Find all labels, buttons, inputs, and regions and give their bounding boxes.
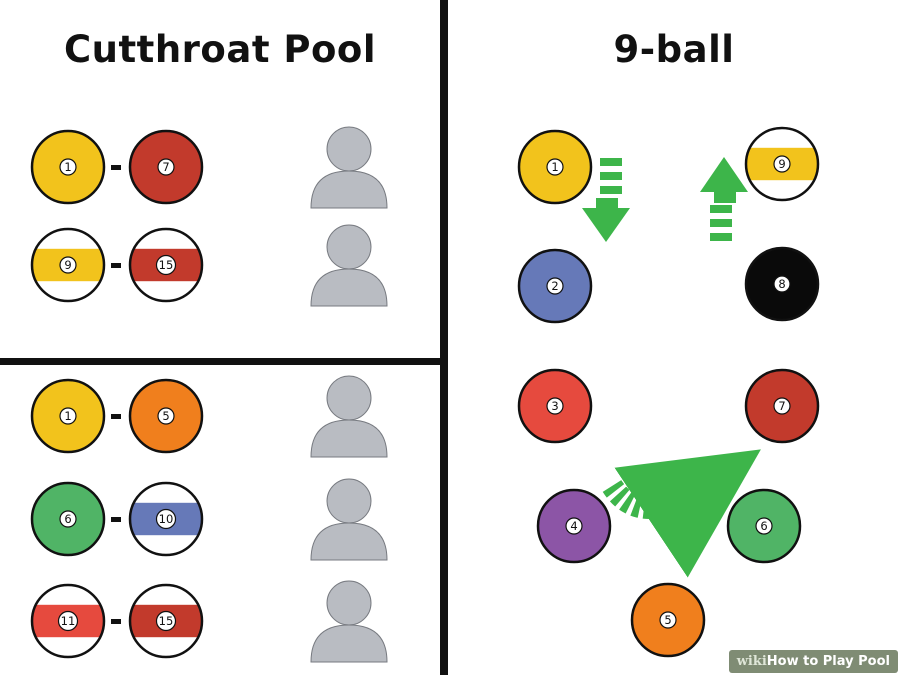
pool-ball-11: 11 bbox=[30, 583, 106, 659]
ball-number: 8 bbox=[778, 277, 785, 291]
up-arrow-icon bbox=[700, 157, 748, 241]
ball-number: 1 bbox=[64, 160, 71, 174]
ball-number: 4 bbox=[570, 519, 577, 533]
curved-arrow-icon bbox=[602, 449, 761, 578]
ball-number: 6 bbox=[760, 519, 767, 533]
pool-ball-3: 3 bbox=[517, 368, 593, 444]
ball-number: 9 bbox=[778, 157, 785, 171]
ball-number: 5 bbox=[162, 409, 169, 423]
ball-number: 3 bbox=[551, 399, 558, 413]
player-icon bbox=[310, 224, 388, 307]
pair-dash bbox=[111, 619, 121, 624]
wikihow-watermark: wikiHow to Play Pool bbox=[728, 650, 898, 673]
pool-ball-1: 1 bbox=[30, 129, 106, 205]
ball-number: 7 bbox=[778, 399, 785, 413]
ball-number: 15 bbox=[159, 258, 174, 272]
cutthroat-pool-title: Cutthroat Pool bbox=[63, 28, 377, 71]
pair-dash bbox=[111, 263, 121, 268]
pool-ball-5: 5 bbox=[630, 582, 706, 658]
ball-number: 2 bbox=[551, 279, 558, 293]
nine-ball-section: 1 2 3 4 5 6 7 8 9 bbox=[517, 126, 820, 658]
pool-ball-1: 1 bbox=[517, 129, 593, 205]
ball-pair-row: 9 15 bbox=[30, 224, 388, 307]
pool-ball-15: 15 bbox=[128, 583, 204, 659]
ball-pair-row: 11 15 bbox=[30, 580, 388, 663]
ball-number: 11 bbox=[61, 614, 76, 628]
pair-dash bbox=[111, 165, 121, 170]
pool-ball-9: 9 bbox=[30, 227, 106, 303]
ball-number: 6 bbox=[64, 512, 71, 526]
ball-number: 1 bbox=[551, 160, 558, 174]
ball-number: 1 bbox=[64, 409, 71, 423]
pool-ball-1: 1 bbox=[30, 378, 106, 454]
pool-ball-15: 15 bbox=[128, 227, 204, 303]
pool-ball-5: 5 bbox=[128, 378, 204, 454]
ball-pair-row: 6 10 bbox=[30, 478, 388, 561]
pair-dash bbox=[111, 414, 121, 419]
pool-ball-6: 6 bbox=[30, 481, 106, 557]
ball-number: 10 bbox=[159, 512, 174, 526]
player-icon bbox=[310, 580, 388, 663]
ball-number: 7 bbox=[162, 160, 169, 174]
pool-ball-8: 8 bbox=[744, 246, 820, 322]
player-icon bbox=[310, 126, 388, 209]
pool-ball-7: 7 bbox=[128, 129, 204, 205]
pool-ball-7: 7 bbox=[744, 368, 820, 444]
ball-number: 15 bbox=[159, 614, 174, 628]
ball-number: 9 bbox=[64, 258, 71, 272]
ball-number: 5 bbox=[664, 613, 671, 627]
watermark-text: How to Play Pool bbox=[766, 654, 890, 669]
pool-ball-2: 2 bbox=[517, 248, 593, 324]
pool-ball-10: 10 bbox=[128, 481, 204, 557]
vertical-divider bbox=[440, 0, 448, 675]
down-arrow-icon bbox=[582, 158, 630, 242]
player-icon bbox=[310, 375, 388, 458]
nine-ball-title: 9-ball bbox=[613, 28, 735, 71]
pair-dash bbox=[111, 517, 121, 522]
player-icon bbox=[310, 478, 388, 561]
horizontal-divider bbox=[0, 358, 440, 365]
watermark-prefix: wiki bbox=[736, 654, 767, 669]
pool-ball-9: 9 bbox=[744, 126, 820, 202]
pool-ball-4: 4 bbox=[536, 488, 612, 564]
pool-ball-6: 6 bbox=[726, 488, 802, 564]
